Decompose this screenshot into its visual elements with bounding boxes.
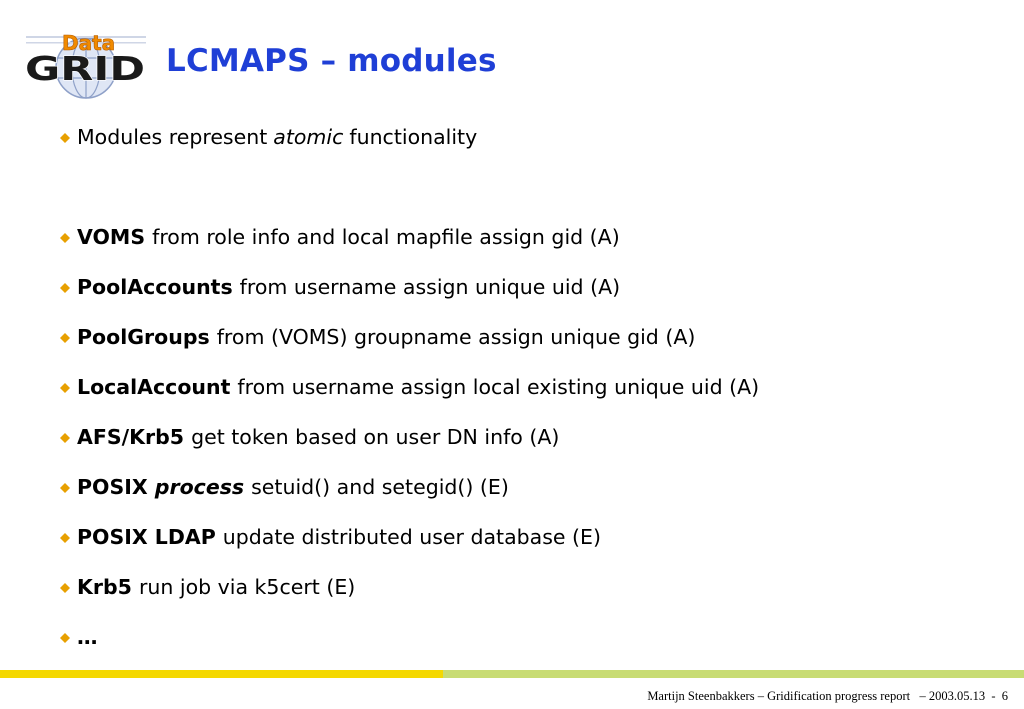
diamond-bullet-icon	[60, 433, 70, 443]
bullet-item: LocalAccount from username assign local …	[60, 374, 759, 400]
bullet-item: PoolAccounts from username assign unique…	[60, 274, 620, 300]
bullet-item: Krb5 run job via k5cert (E)	[60, 574, 355, 600]
footer-bar-left	[0, 670, 443, 678]
intro-italic: atomic	[273, 125, 344, 149]
bullet-item: VOMS from role info and local mapfile as…	[60, 224, 620, 250]
item-key: …	[77, 625, 98, 649]
bullet-intro: Modules represent atomic functionality	[60, 124, 477, 150]
item-text: from role info and local mapfile assign …	[152, 225, 620, 249]
item-key: Krb5	[77, 575, 132, 599]
bullet-item: PoolGroups from (VOMS) groupname assign …	[60, 324, 695, 350]
diamond-bullet-icon	[60, 233, 70, 243]
item-key: POSIX process	[77, 474, 244, 500]
intro-before: Modules represent	[77, 125, 268, 149]
footer-text: Martijn Steenbakkers – Gridification pro…	[647, 689, 1008, 703]
item-text: setuid() and setegid() (E)	[251, 475, 509, 499]
item-key: PoolAccounts	[77, 275, 233, 299]
item-key: VOMS	[77, 225, 146, 249]
bullet-item: AFS/Krb5 get token based on user DN info…	[60, 424, 559, 450]
item-text: run job via k5cert (E)	[138, 575, 356, 599]
intro-after: functionality	[349, 125, 478, 149]
item-text: get token based on user DN info (A)	[191, 425, 560, 449]
bullet-item: …	[60, 624, 105, 650]
item-text: from (VOMS) groupname assign unique gid …	[216, 325, 696, 349]
item-key: POSIX LDAP	[77, 525, 216, 549]
diamond-bullet-icon	[60, 283, 70, 293]
datagrid-logo-icon: Data GRID	[22, 28, 150, 100]
footer-bar-right	[443, 670, 1024, 678]
footer-bar	[0, 670, 1024, 678]
item-key: LocalAccount	[77, 375, 231, 399]
slide-title: LCMAPS – modules	[166, 43, 497, 79]
diamond-bullet-icon	[60, 533, 70, 543]
logo-bottom-word: GRID	[25, 49, 145, 88]
item-text: from username assign unique uid (A)	[239, 275, 621, 299]
diamond-bullet-icon	[60, 633, 70, 643]
item-key-main: POSIX	[77, 475, 148, 499]
item-text: from username assign local existing uniq…	[237, 375, 760, 399]
diamond-bullet-icon	[60, 133, 70, 143]
bullet-item: POSIX LDAP update distributed user datab…	[60, 524, 601, 550]
item-key: PoolGroups	[77, 325, 210, 349]
item-text: update distributed user database (E)	[222, 525, 601, 549]
logo-top-word: Data	[62, 31, 115, 55]
item-key: AFS/Krb5	[77, 425, 185, 449]
item-key-italic: process	[154, 475, 245, 499]
bullet-item: POSIX process setuid() and setegid() (E)	[60, 474, 509, 500]
diamond-bullet-icon	[60, 583, 70, 593]
diamond-bullet-icon	[60, 333, 70, 343]
diamond-bullet-icon	[60, 383, 70, 393]
diamond-bullet-icon	[60, 483, 70, 493]
